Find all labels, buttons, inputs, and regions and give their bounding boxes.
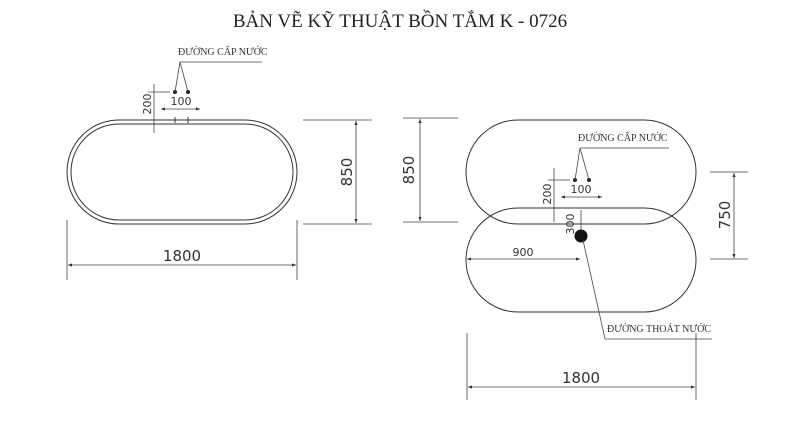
right-view: 850 750 900 ĐƯỜNG THOÁT NƯỚC 200 300 ĐƯỜ… xyxy=(400,117,748,400)
dim-300: 300 xyxy=(564,214,577,235)
left-view: 850 1800 200 ĐƯỜNG CẤP NƯỚC 100 xyxy=(66,45,372,280)
dim-1800: 1800 xyxy=(562,369,600,387)
dim-100: 100 xyxy=(171,95,192,108)
tub-outline-inner xyxy=(70,123,294,221)
drain-label: ĐƯỜNG THOÁT NƯỚC xyxy=(607,323,711,335)
dim-200: 200 xyxy=(141,94,154,115)
tub-outline-outer xyxy=(66,119,298,225)
dim-200: 200 xyxy=(541,184,554,205)
dim-900: 900 xyxy=(513,246,534,259)
dim-850: 850 xyxy=(338,158,356,187)
water-supply-label: ĐƯỜNG CẤP NƯỚC xyxy=(178,45,268,58)
drawing-title: BẢN VẼ KỸ THUẬT BỒN TẮM K - 0726 xyxy=(233,10,567,32)
tub-lower-outline xyxy=(465,207,697,313)
dim-1800: 1800 xyxy=(163,247,201,265)
dim-750: 750 xyxy=(716,201,734,230)
dim-100: 100 xyxy=(571,183,592,196)
water-supply-label: ĐƯỜNG CẤP NƯỚC xyxy=(578,131,668,144)
drain-hole xyxy=(574,229,588,243)
dim-850: 850 xyxy=(400,156,418,185)
